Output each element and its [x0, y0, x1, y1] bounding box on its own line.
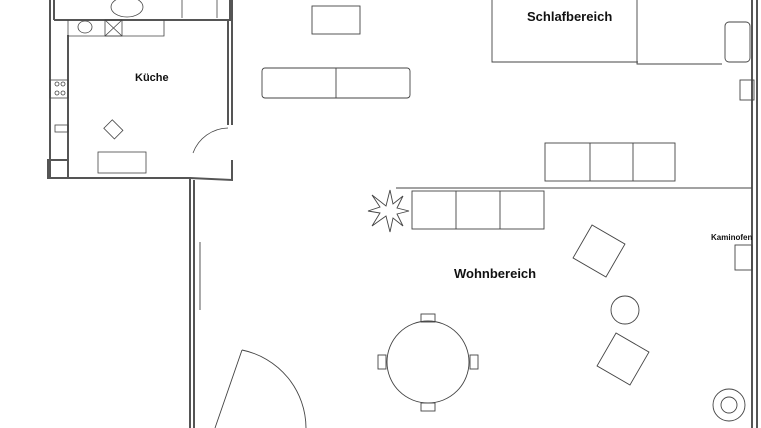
furniture: [199, 0, 755, 428]
room-label-living: Wohnbereich: [454, 266, 537, 281]
room-label-bedroom: Schlafbereich: [527, 9, 613, 24]
room-label-kitchen: Küche: [135, 72, 169, 84]
stove-label: Kaminofen: [711, 233, 753, 242]
kitchen-fixtures: [49, 0, 229, 174]
